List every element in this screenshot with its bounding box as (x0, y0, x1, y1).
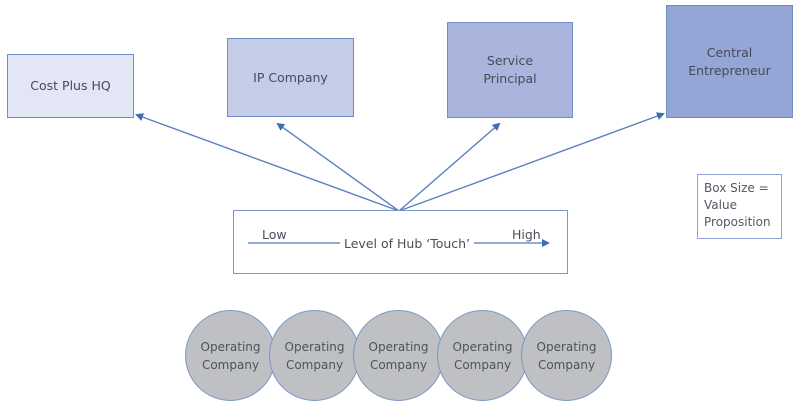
entity-label: Central Entrepreneur (688, 44, 771, 78)
operating-company-circle: Operating Company (353, 310, 444, 401)
operating-company-circle: Operating Company (185, 310, 276, 401)
entity-label: IP Company (253, 69, 328, 85)
scale-title: Level of Hub ‘Touch’ (340, 236, 475, 251)
hub-touch-scale: Low High Level of Hub ‘Touch’ (233, 210, 568, 274)
operating-company-circle: Operating Company (521, 310, 612, 401)
entity-box-cost-plus-hq: Cost Plus HQ (7, 54, 134, 118)
entity-box-ip-company: IP Company (227, 38, 354, 117)
scale-low-label: Low (262, 227, 287, 242)
entity-box-service-principal: Service Principal (447, 22, 573, 118)
operating-company-circle: Operating Company (437, 310, 528, 401)
arrow-to-central-entrepreneur (398, 112, 665, 212)
scale-high-label: High (512, 227, 541, 242)
legend-box: Box Size = Value Proposition (697, 174, 782, 239)
entity-box-central-entrepreneur: Central Entrepreneur (666, 5, 793, 118)
arrow-to-cost-plus-hq (135, 113, 400, 212)
scale-arrowhead-icon (542, 239, 550, 247)
arrow-to-ip-company (276, 122, 400, 212)
arrow-to-service-principal (398, 122, 501, 212)
operating-company-circle: Operating Company (269, 310, 360, 401)
entity-label: Service Principal (483, 53, 537, 86)
entity-label: Cost Plus HQ (30, 78, 111, 93)
